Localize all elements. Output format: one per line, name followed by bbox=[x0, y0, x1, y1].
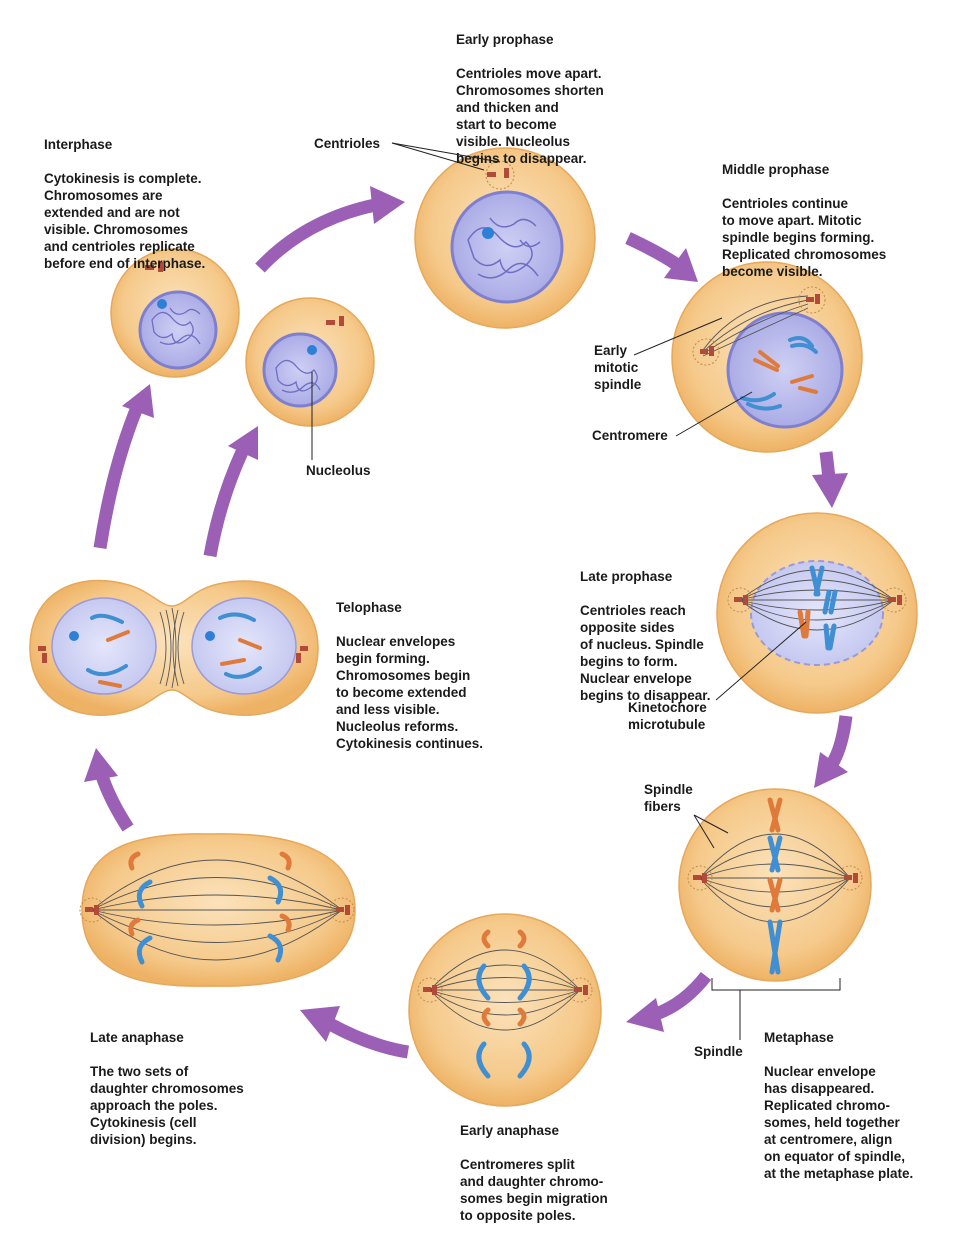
metaphase-title: Metaphase bbox=[764, 1030, 834, 1045]
interphase-text: Cytokinesis is complete. Chromosomes are… bbox=[44, 171, 206, 271]
early-anaphase-caption: Early anaphase Centromeres split and dau… bbox=[460, 1105, 608, 1241]
late-anaphase-caption: Late anaphase The two sets of daughter c… bbox=[90, 1012, 244, 1165]
telophase-caption: Telophase Nuclear envelopes begin formin… bbox=[336, 582, 483, 769]
late-prophase-title: Late prophase bbox=[580, 569, 673, 584]
late-prophase-caption: Late prophase Centrioles reach opposite … bbox=[580, 551, 711, 721]
telophase-title: Telophase bbox=[336, 600, 402, 615]
early-prophase-cell bbox=[414, 147, 596, 329]
late-prophase-text: Centrioles reach opposite sides of nucle… bbox=[580, 603, 711, 703]
metaphase-caption: Metaphase Nuclear envelope has disappear… bbox=[764, 1012, 913, 1199]
early-prophase-text: Centrioles move apart. Chromosomes short… bbox=[456, 66, 604, 166]
late-anaphase-cell bbox=[79, 833, 356, 987]
leader-lines bbox=[311, 142, 841, 1040]
spindle-label: Spindle bbox=[694, 1044, 743, 1059]
arrow-late-prophase-to-metaphase bbox=[814, 715, 853, 788]
telophase-cell bbox=[29, 579, 319, 716]
middle-prophase-text: Centrioles continue to move apart. Mitot… bbox=[722, 196, 887, 279]
arrow-interphase-to-early-prophase bbox=[255, 186, 405, 273]
centromere-label: Centromere bbox=[592, 428, 668, 443]
early-anaphase-cell bbox=[408, 913, 602, 1107]
kinetochore-microtubule-label: Kinetochore microtubule bbox=[628, 700, 707, 732]
arrow-middle-to-late-prophase bbox=[812, 451, 848, 508]
middle-prophase-title: Middle prophase bbox=[722, 162, 830, 177]
mitosis-diagram bbox=[29, 142, 918, 1107]
interphase-title: Interphase bbox=[44, 137, 113, 152]
metaphase-text: Nuclear envelope has disappeared. Replic… bbox=[764, 1064, 914, 1181]
centriole-icon bbox=[145, 262, 163, 272]
late-anaphase-text: The two sets of daughter chromosomes app… bbox=[90, 1064, 244, 1147]
metaphase-cell bbox=[678, 788, 872, 982]
arrow-early-to-late-anaphase bbox=[300, 1006, 410, 1059]
centrioles-label: Centrioles bbox=[314, 136, 381, 151]
late-prophase-cell bbox=[716, 512, 918, 714]
interphase-cell-right bbox=[245, 297, 375, 427]
early-prophase-caption: Early prophase Centrioles move apart. Ch… bbox=[456, 14, 604, 184]
arrow-metaphase-to-early-anaphase bbox=[626, 971, 712, 1032]
cycle-arrows bbox=[84, 186, 853, 1059]
middle-prophase-caption: Middle prophase Centrioles continue to m… bbox=[722, 144, 886, 297]
late-anaphase-title: Late anaphase bbox=[90, 1030, 184, 1045]
spindle-fibers-label: Spindle fibers bbox=[644, 782, 693, 814]
centriole-icon bbox=[326, 316, 344, 326]
arrow-early-to-middle-prophase bbox=[625, 232, 698, 282]
middle-prophase-cell bbox=[671, 261, 863, 453]
nucleolus-label: Nucleolus bbox=[306, 463, 371, 478]
arrow-late-anaphase-to-telophase bbox=[84, 748, 134, 832]
early-prophase-title: Early prophase bbox=[456, 32, 554, 47]
early-mitotic-spindle-label: Early mitotic spindle bbox=[594, 343, 642, 392]
centriole-icon bbox=[487, 168, 509, 178]
interphase-caption: Interphase Cytokinesis is complete. Chro… bbox=[44, 119, 205, 289]
arrow-telophase-to-interphase-right bbox=[203, 426, 258, 558]
early-anaphase-text: Centromeres split and daughter chromo- s… bbox=[460, 1157, 608, 1223]
telophase-text: Nuclear envelopes begin forming. Chromos… bbox=[336, 634, 484, 751]
early-anaphase-title: Early anaphase bbox=[460, 1123, 560, 1138]
arrow-telophase-to-interphase-left bbox=[93, 384, 154, 549]
interphase-cell-left bbox=[110, 248, 240, 378]
